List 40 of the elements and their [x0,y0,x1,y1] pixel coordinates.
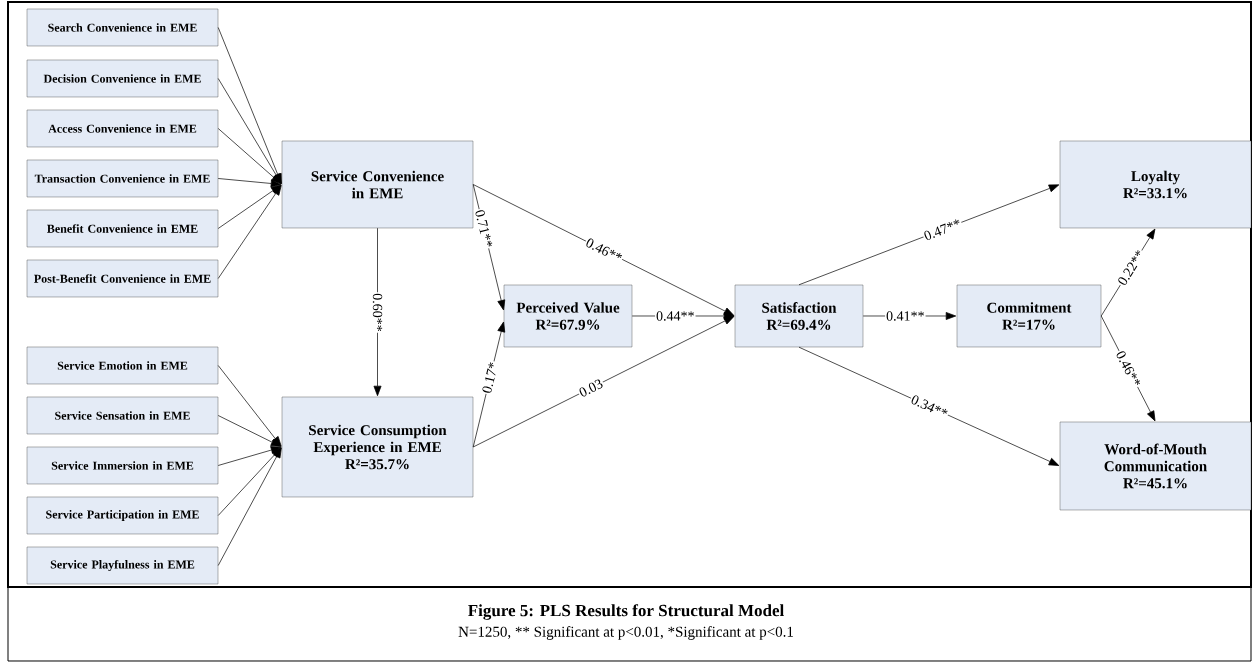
edge-label: 0.03 [576,376,606,400]
edge-label: 0.41** [885,310,926,322]
figure-caption: N=1250, ** Significant at p<0.01, *Significant at p<0.1 [458,626,793,640]
construct-box: Commitment R²=17% [956,284,1102,348]
edge-label: 0.44** [655,310,696,322]
arrow [798,184,1060,286]
edge-label: 0.71** [473,207,495,250]
arrow [217,178,282,188]
indicator-box: Post-Benefit Convenience in EME [26,259,219,298]
arrow [472,316,735,448]
indicator-box: Benefit Convenience in EME [26,209,219,248]
edge-label: 0.60** [371,292,384,333]
indicator-box: Service Emotion in EME [26,346,219,385]
figure-title: Figure 5: PLS Results for Structural Model [468,604,784,620]
arrow [217,446,282,466]
construct-box: Service Convenience in EME [281,140,474,229]
arrow [373,227,382,397]
arrow [217,415,282,447]
construct-box: Satisfaction R²=69.4% [734,284,864,348]
construct-box: Perceived Value R²=67.9% [503,284,633,348]
arrow [217,447,282,566]
indicator-box: Service Participation in EME [26,496,219,535]
indicator-box: Service Playfulness in EME [26,546,219,585]
edge-label: 0.47** [921,217,964,243]
edge-label: 0.46** [583,236,625,265]
indicator-box: Search Convenience in EME [26,8,219,47]
indicator-box: Access Convenience in EME [26,109,219,148]
arrow [217,128,282,185]
construct-box: Word-of-Mouth Communication R²=45.1% [1059,421,1252,511]
indicator-box: Transaction Convenience in EME [26,159,219,198]
indicator-box: Service Immersion in EME [26,446,219,485]
arrow [798,346,1060,466]
construct-box: Service Consumption Experience in EME R²=35.7% [281,396,474,498]
arrow [217,185,282,279]
edge-label: 0.34** [908,392,951,421]
indicator-box: Decision Convenience in EME [26,59,219,98]
edge-label: 0.17* [480,360,500,396]
construct-box: Loyalty R²=33.1% [1059,140,1252,229]
arrow [217,365,282,447]
indicator-box: Service Sensation in EME [26,396,219,435]
